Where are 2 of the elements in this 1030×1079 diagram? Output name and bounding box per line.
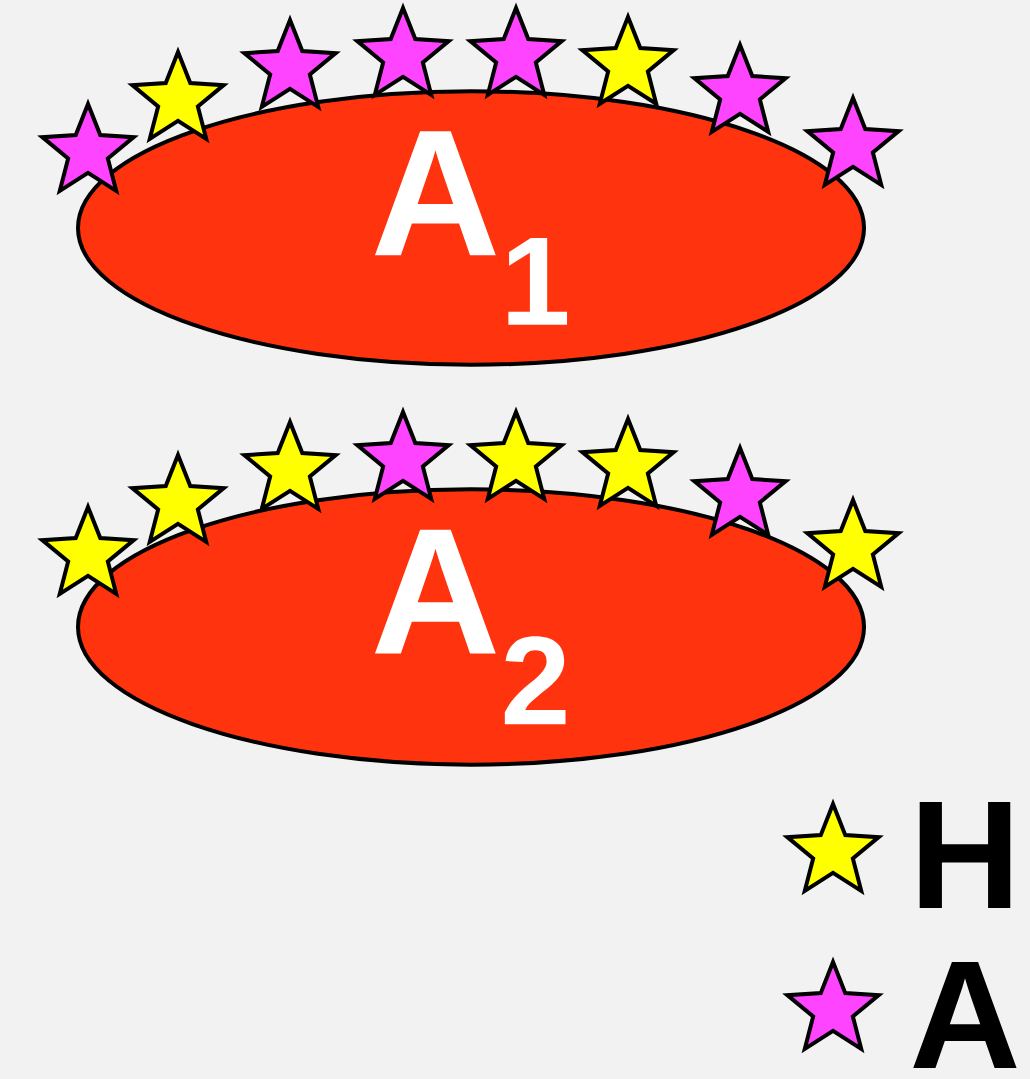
legend-label: H: [919, 802, 1011, 908]
legend-label: A: [913, 962, 1017, 1068]
